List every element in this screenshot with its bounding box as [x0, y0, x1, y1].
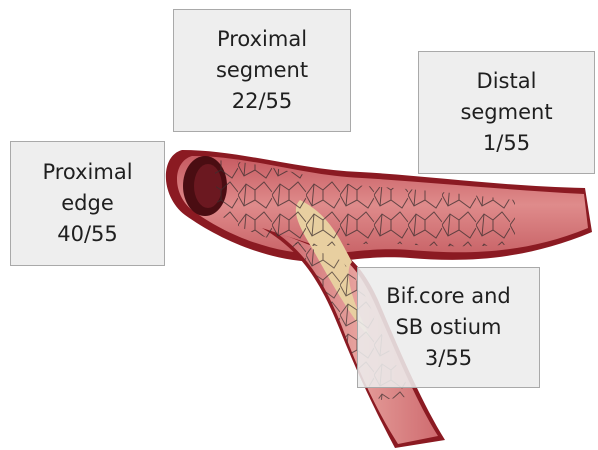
- label-proximal-edge-line1: Proximal: [42, 157, 132, 188]
- label-proximal-segment: Proximal segment 22/55: [173, 9, 351, 132]
- label-bifurcation-line2: SB ostium: [395, 312, 501, 343]
- label-proximal-segment-count: 22/55: [232, 86, 293, 117]
- label-proximal-edge-count: 40/55: [57, 219, 118, 250]
- label-proximal-segment-line1: Proximal: [217, 24, 307, 55]
- label-distal-segment-line1: Distal: [477, 66, 537, 97]
- label-proximal-edge: Proximal edge 40/55: [10, 141, 165, 266]
- label-proximal-edge-line2: edge: [61, 188, 114, 219]
- label-bifurcation-core-sb-ostium: Bif.core and SB ostium 3/55: [357, 267, 540, 388]
- label-bifurcation-line1: Bif.core and: [386, 281, 510, 312]
- label-bifurcation-count: 3/55: [425, 343, 472, 374]
- label-distal-segment-count: 1/55: [483, 128, 530, 159]
- label-distal-segment: Distal segment 1/55: [418, 51, 595, 174]
- label-distal-segment-line2: segment: [460, 97, 552, 128]
- label-proximal-segment-line2: segment: [216, 55, 308, 86]
